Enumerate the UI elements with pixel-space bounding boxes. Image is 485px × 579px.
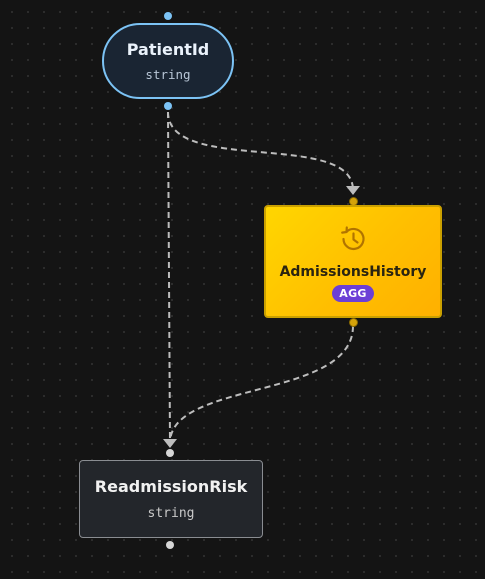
patientid-source-handle[interactable]: [164, 102, 172, 110]
edge-patientid-to-readmissionrisk[interactable]: [167, 111, 171, 444]
edge-admissionshistory-to-readmissionrisk[interactable]: [169, 325, 354, 444]
arrowhead-admissionshistory: [346, 186, 360, 195]
node-type: string: [145, 67, 191, 82]
arrowhead-readmissionrisk: [163, 439, 177, 448]
agg-badge: AGG: [332, 284, 374, 302]
patientid-target-handle[interactable]: [164, 12, 172, 20]
node-admissionshistory[interactable]: AdmissionsHistory AGG: [264, 205, 442, 318]
history-icon: [341, 225, 365, 250]
node-readmissionrisk[interactable]: ReadmissionRisk string: [79, 460, 263, 538]
readmissionrisk-target-handle[interactable]: [166, 449, 174, 457]
node-title: ReadmissionRisk: [94, 477, 248, 496]
admissionshistory-source-handle[interactable]: [349, 318, 358, 327]
node-title: PatientId: [126, 40, 210, 59]
node-patientid[interactable]: PatientId string: [102, 23, 234, 99]
readmissionrisk-source-handle[interactable]: [166, 541, 174, 549]
edge-patientid-to-admissionshistory[interactable]: [167, 111, 354, 191]
node-type: string: [147, 506, 195, 521]
node-title: AdmissionsHistory: [279, 263, 427, 280]
